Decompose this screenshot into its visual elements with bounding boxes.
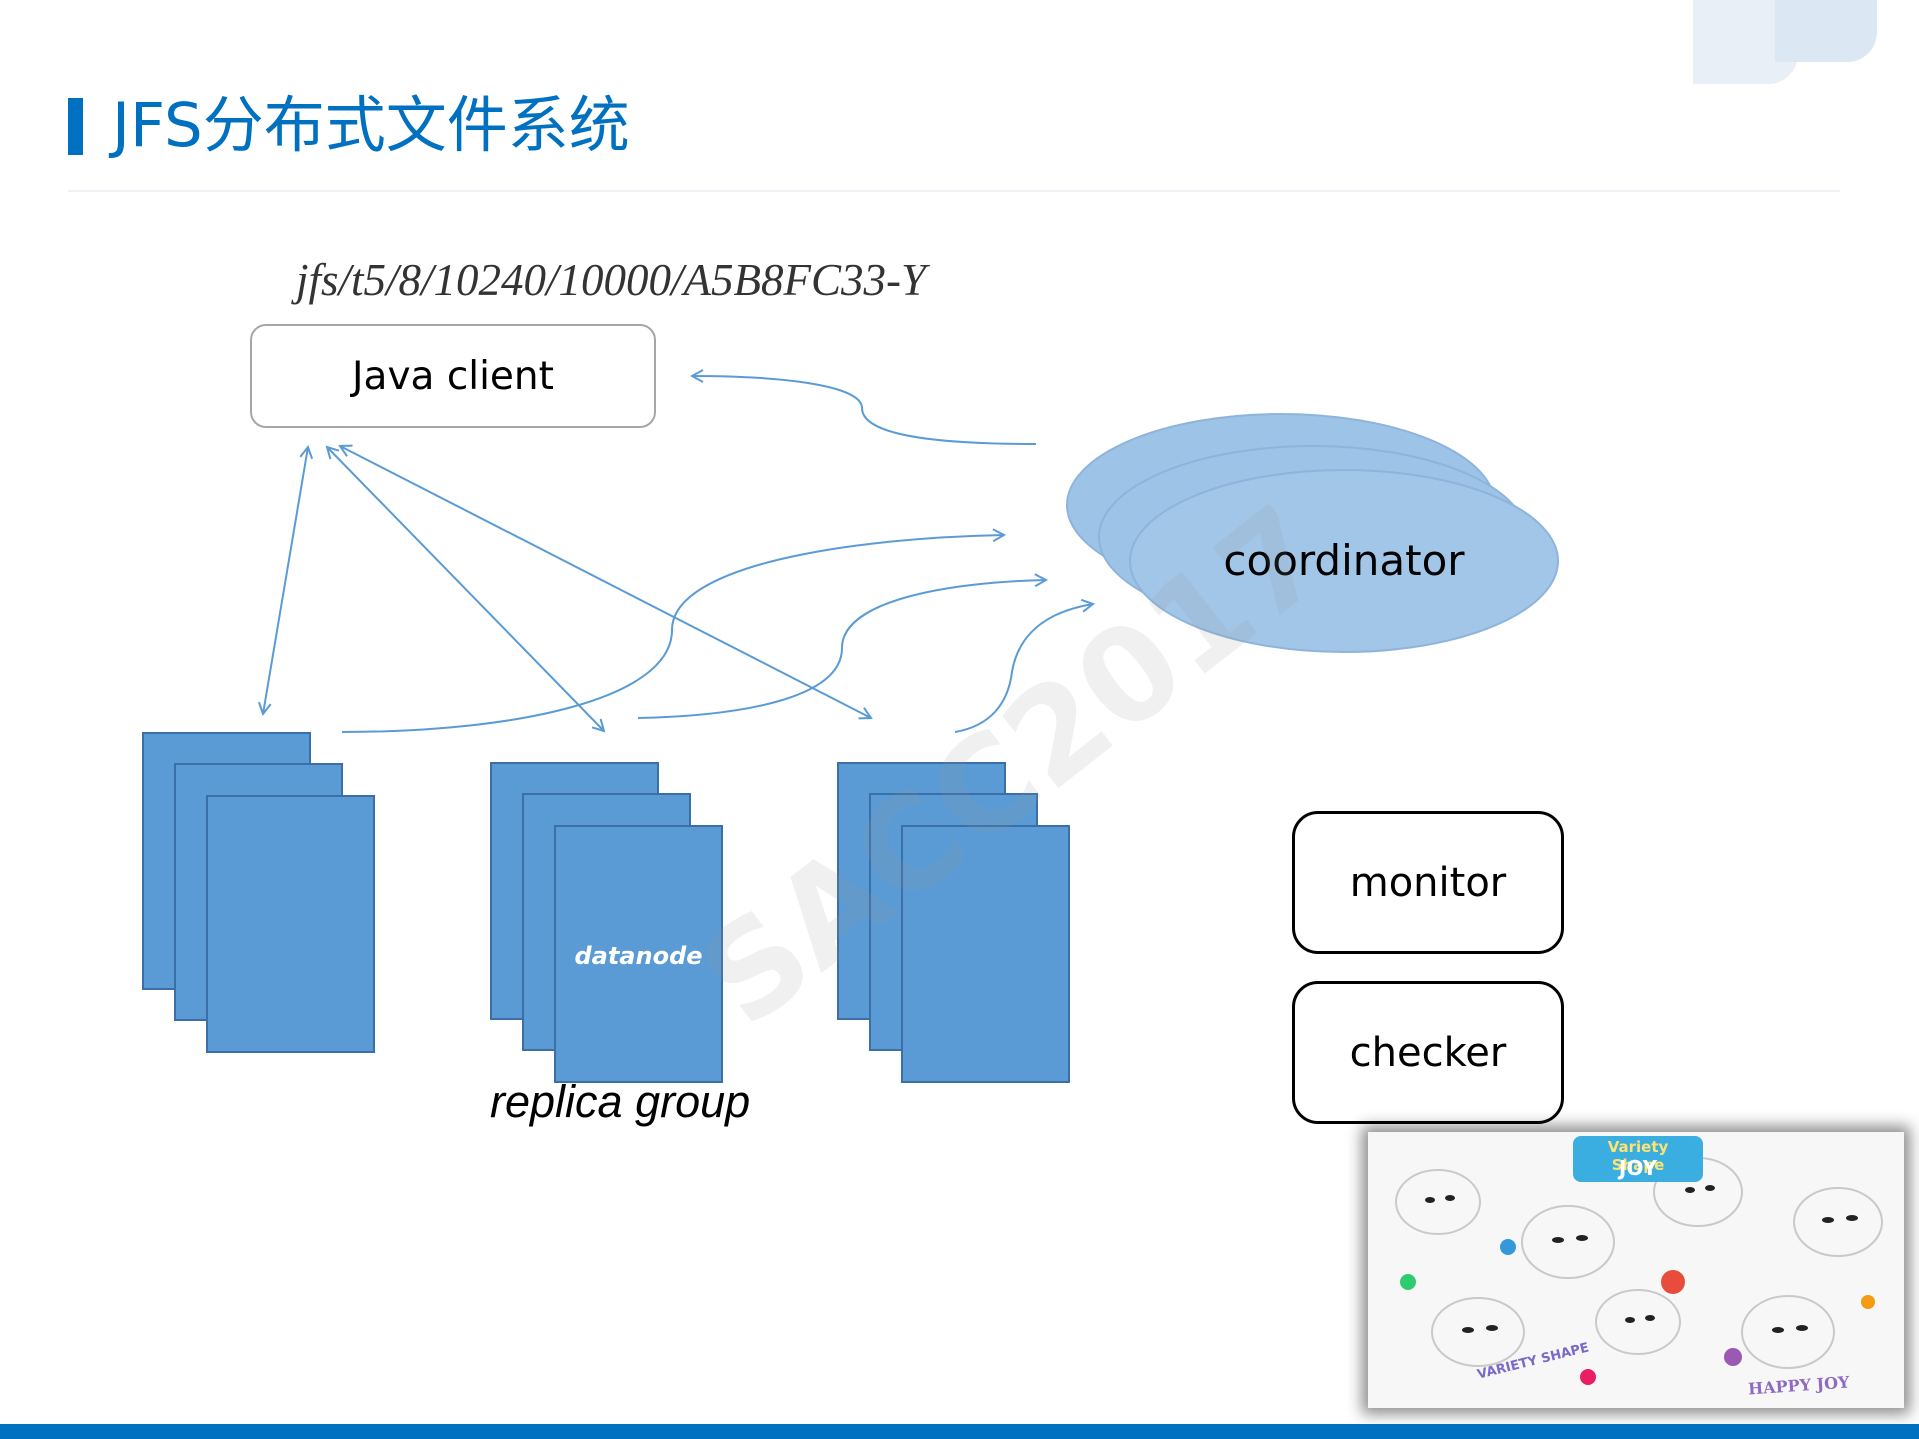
photo-text-joy: JOY <box>1618 1156 1658 1180</box>
coordinator-ellipse-front <box>1129 469 1559 653</box>
datanode-group2-front <box>554 825 723 1083</box>
node3-to-coordinator-line <box>954 604 1093 733</box>
monitor-box: monitor <box>1292 811 1564 954</box>
cartoon-collage-image: Variety Shape JOY VARIETY SHAPE HAPPY JO… <box>1368 1132 1904 1408</box>
corner-decoration-front <box>1775 0 1877 62</box>
client-node3-line <box>340 446 871 718</box>
client-node1-line <box>263 447 308 714</box>
java-client-box: Java client <box>250 324 656 428</box>
coordinator-to-client-line <box>692 376 1037 445</box>
cartoon-collage-art <box>1368 1132 1904 1408</box>
node1-to-coordinator-line <box>341 535 1004 733</box>
node2-to-coordinator-line <box>637 580 1046 719</box>
file-path-label: jfs/t5/8/10240/10000/A5B8FC33-Y <box>296 255 927 305</box>
datanode-group1-front <box>206 795 375 1053</box>
replica-group-label: replica group <box>490 1076 751 1127</box>
photo-text-variety-shape: Variety Shape <box>1607 1138 1669 1174</box>
checker-box: checker <box>1292 981 1564 1124</box>
title-divider <box>68 190 1840 192</box>
title-accent-bar <box>68 98 83 155</box>
datanode-label: datanode <box>574 942 703 970</box>
bottom-accent-bar <box>0 1424 1919 1439</box>
datanode-group3-front <box>901 825 1070 1083</box>
coordinator-label: coordinator <box>1223 536 1465 585</box>
client-node2-line <box>327 447 604 731</box>
slide-title: JFS分布式文件系统 <box>112 90 630 161</box>
